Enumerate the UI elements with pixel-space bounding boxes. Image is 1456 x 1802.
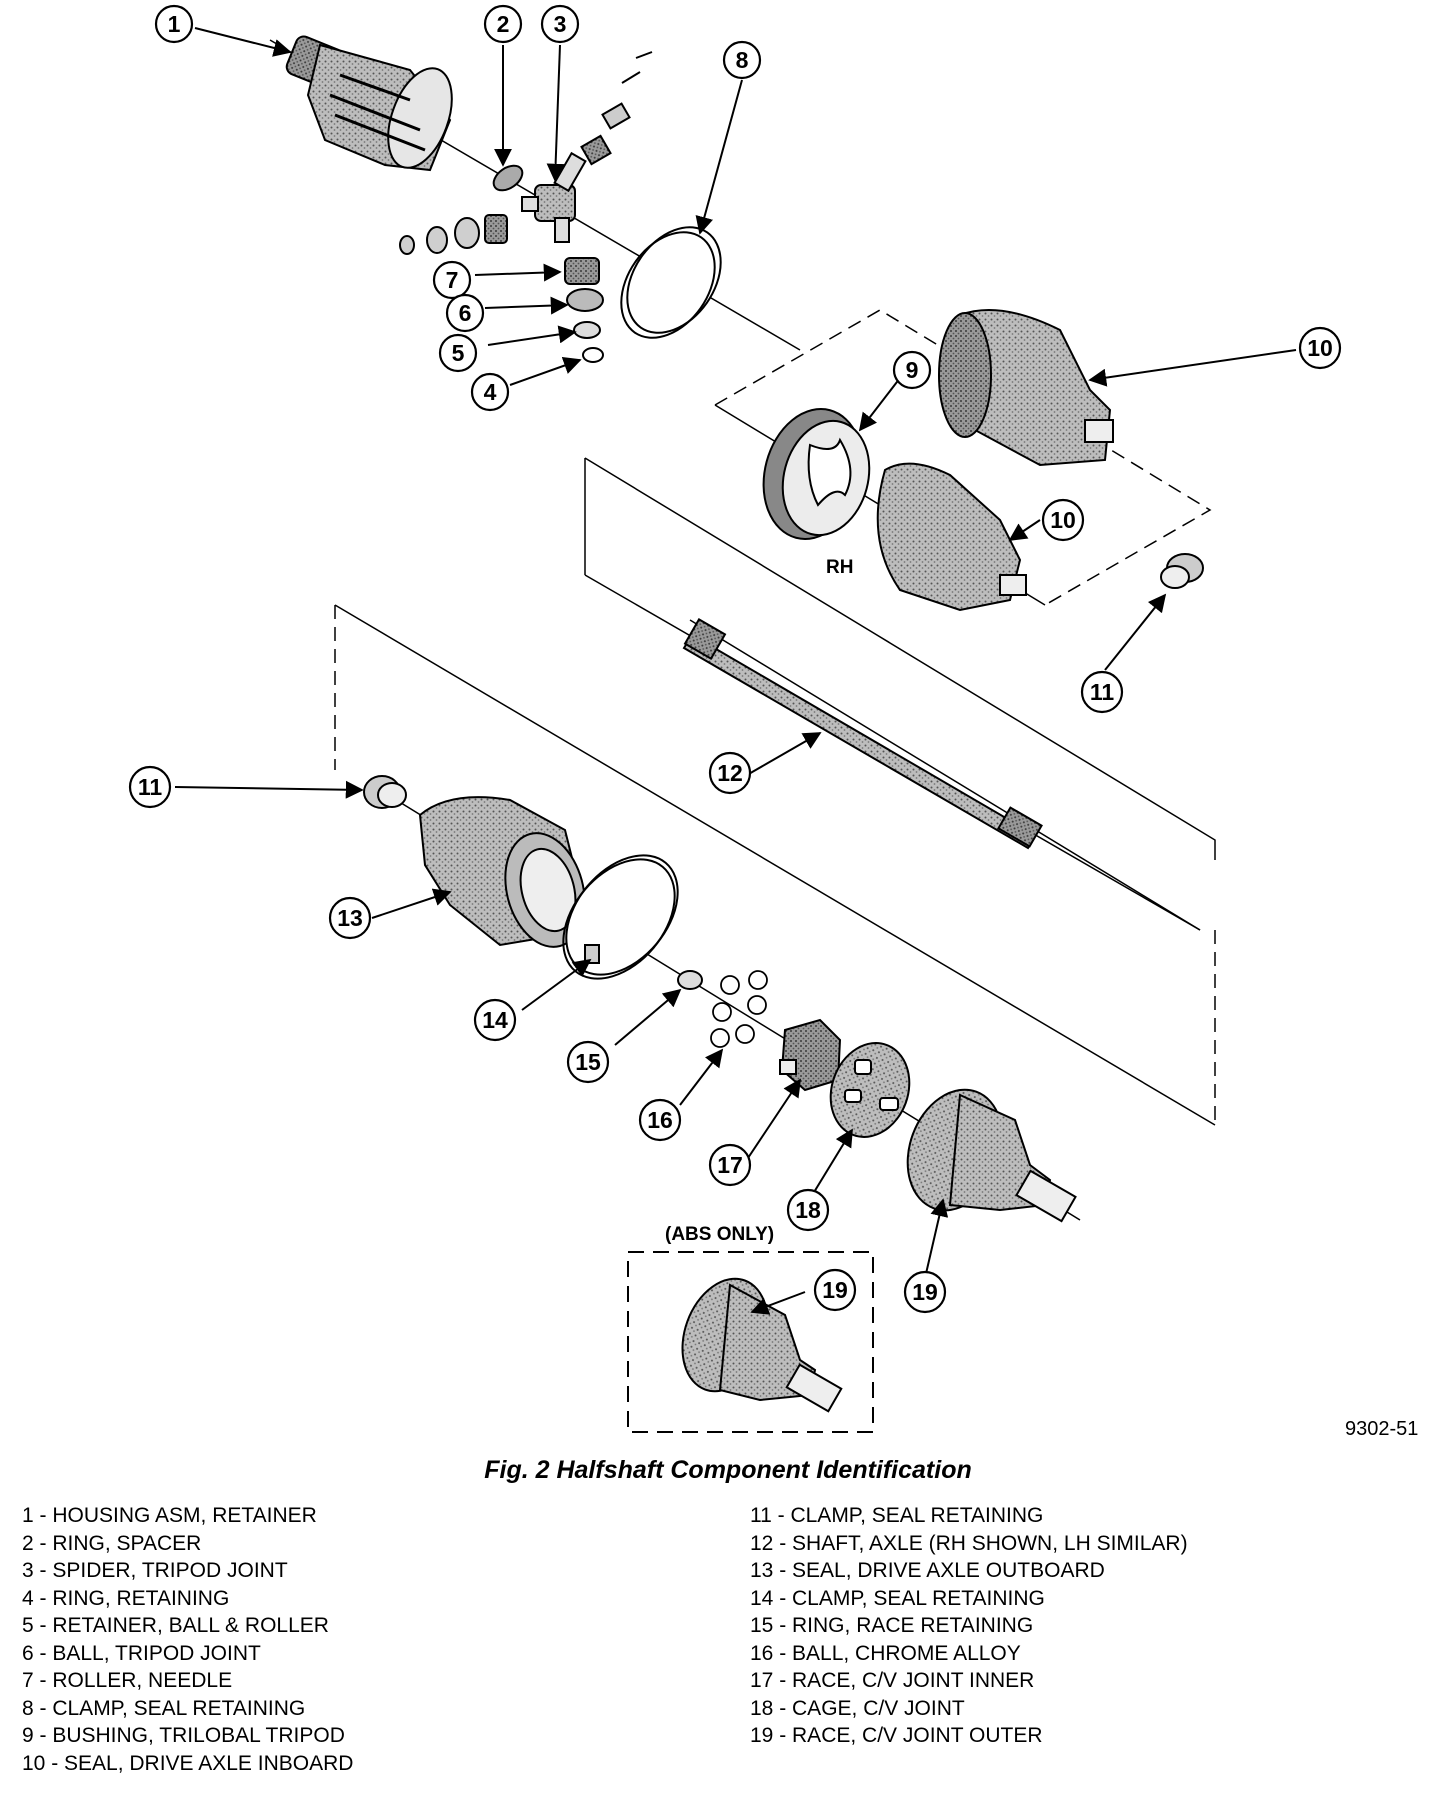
figure-number: 9302-51 (1345, 1418, 1419, 1440)
callout-19-abs: 19 (813, 1268, 857, 1312)
callout-7: 7 (432, 260, 472, 300)
svg-text:18: 18 (795, 1197, 821, 1223)
callout-13: 13 (328, 896, 372, 940)
needle-roller-stack (580, 51, 653, 166)
callout-14: 14 (473, 998, 517, 1042)
axle-shaft (682, 618, 1043, 850)
callout-6: 6 (445, 293, 485, 333)
callout-11-lower: 11 (128, 765, 172, 809)
callout-15: 15 (566, 1040, 610, 1084)
rh-label: RH (826, 557, 853, 578)
seal-retaining-clamp-upper (1160, 553, 1204, 589)
seal-clamp-band (620, 226, 722, 339)
svg-text:11: 11 (138, 774, 163, 800)
legend-item: 15 - RING, RACE RETAINING (750, 1614, 1034, 1637)
legend-item: 5 - RETAINER, BALL & ROLLER (22, 1614, 329, 1637)
legend-item: 17 - RACE, C/V JOINT INNER (750, 1669, 1035, 1692)
spacer-ring (492, 164, 524, 192)
svg-text:10: 10 (1050, 507, 1076, 533)
callout-17: 17 (708, 1143, 752, 1187)
svg-text:19: 19 (912, 1279, 938, 1305)
callout-8: 8 (722, 40, 762, 80)
svg-text:12: 12 (717, 760, 743, 786)
callout-2: 2 (483, 4, 523, 44)
legend-item: 10 - SEAL, DRIVE AXLE INBOARD (22, 1751, 354, 1775)
cv-outer-race (906, 1088, 1077, 1223)
svg-text:16: 16 (647, 1107, 673, 1133)
svg-text:1: 1 (168, 11, 181, 37)
legend-left: 1 - HOUSING ASM, RETAINER 2 - RING, SPAC… (22, 1502, 353, 1777)
callout-10-upper: 10 (1298, 326, 1342, 370)
leader-arrows (174, 27, 1297, 1315)
housing-retainer (285, 35, 453, 172)
legend-item: 12 - SHAFT, AXLE (RH SHOWN, LH SIMILAR) (750, 1531, 1188, 1555)
tripod-ball (566, 288, 604, 312)
callout-5: 5 (438, 333, 478, 373)
legend-right: 11 - CLAMP, SEAL RETAINING 12 - SHAFT, A… (750, 1502, 1188, 1750)
svg-text:9: 9 (906, 357, 919, 383)
callout-10-lower: 10 (1041, 498, 1085, 542)
abs-inset-box (627, 1251, 874, 1433)
legend-item: 9 - BUSHING, TRILOBAL TRIPOD (22, 1724, 345, 1747)
svg-text:3: 3 (554, 11, 567, 37)
svg-text:19: 19 (822, 1277, 848, 1303)
svg-text:15: 15 (575, 1049, 601, 1075)
svg-text:10: 10 (1307, 335, 1333, 361)
left-bearing-stack (399, 214, 508, 255)
svg-text:6: 6 (459, 300, 472, 326)
outboard-group-box (334, 604, 1216, 1126)
trilobal-bushing (762, 408, 871, 540)
inboard-boot-lower (876, 462, 1027, 612)
svg-text:2: 2 (497, 11, 510, 37)
callout-12: 12 (708, 751, 752, 795)
legend-item: 7 - ROLLER, NEEDLE (22, 1669, 233, 1692)
legend-item: 18 - CAGE, C/V JOINT (750, 1696, 965, 1720)
svg-text:14: 14 (482, 1007, 508, 1033)
seal-retaining-clamp-lower (363, 775, 407, 809)
callout-19-main: 19 (903, 1270, 947, 1314)
svg-text:5: 5 (452, 340, 465, 366)
legend-item: 13 - SEAL, DRIVE AXLE OUTBOARD (750, 1559, 1105, 1582)
legend-item: 11 - CLAMP, SEAL RETAINING (750, 1504, 1044, 1527)
chrome-balls (710, 970, 768, 1048)
legend-item: 6 - BALL, TRIPOD JOINT (22, 1641, 261, 1665)
legend-item: 1 - HOUSING ASM, RETAINER (22, 1504, 317, 1527)
callout-1: 1 (154, 4, 194, 44)
race-retaining-ring (677, 970, 703, 990)
callout-11-upper: 11 (1080, 670, 1124, 714)
legend-item: 2 - RING, SPACER (22, 1531, 202, 1555)
svg-text:17: 17 (717, 1152, 743, 1178)
legend-item: 8 - CLAMP, SEAL RETAINING (22, 1696, 306, 1720)
svg-text:8: 8 (736, 47, 749, 73)
callout-3: 3 (540, 4, 580, 44)
inner-race (779, 1018, 842, 1092)
legend-item: 14 - CLAMP, SEAL RETAINING (750, 1586, 1045, 1610)
svg-text:4: 4 (484, 379, 497, 405)
spider-tripod-joint (521, 151, 587, 243)
legend-item: 16 - BALL, CHROME ALLOY (750, 1641, 1021, 1665)
figure-caption: Fig. 2 Halfshaft Component Identificatio… (484, 1456, 972, 1484)
svg-text:11: 11 (1090, 679, 1115, 705)
legend-item: 4 - RING, RETAINING (22, 1586, 230, 1610)
cv-cage (829, 1042, 911, 1138)
callout-18: 18 (786, 1188, 830, 1232)
abs-label: (ABS ONLY) (665, 1224, 774, 1245)
legend-item: 3 - SPIDER, TRIPOD JOINT (22, 1559, 288, 1582)
needle-roller (564, 257, 600, 285)
centerlines (269, 39, 1201, 1221)
outboard-boot (418, 796, 586, 948)
ball-roller-retainer (573, 321, 601, 339)
retaining-ring (582, 347, 604, 363)
callout-9: 9 (892, 350, 932, 390)
callout-4: 4 (470, 372, 510, 412)
svg-text:7: 7 (446, 267, 459, 293)
callout-16: 16 (638, 1098, 682, 1142)
svg-text:13: 13 (337, 905, 363, 931)
inboard-boot-upper (938, 309, 1114, 467)
legend-item: 19 - RACE, C/V JOINT OUTER (750, 1724, 1043, 1747)
